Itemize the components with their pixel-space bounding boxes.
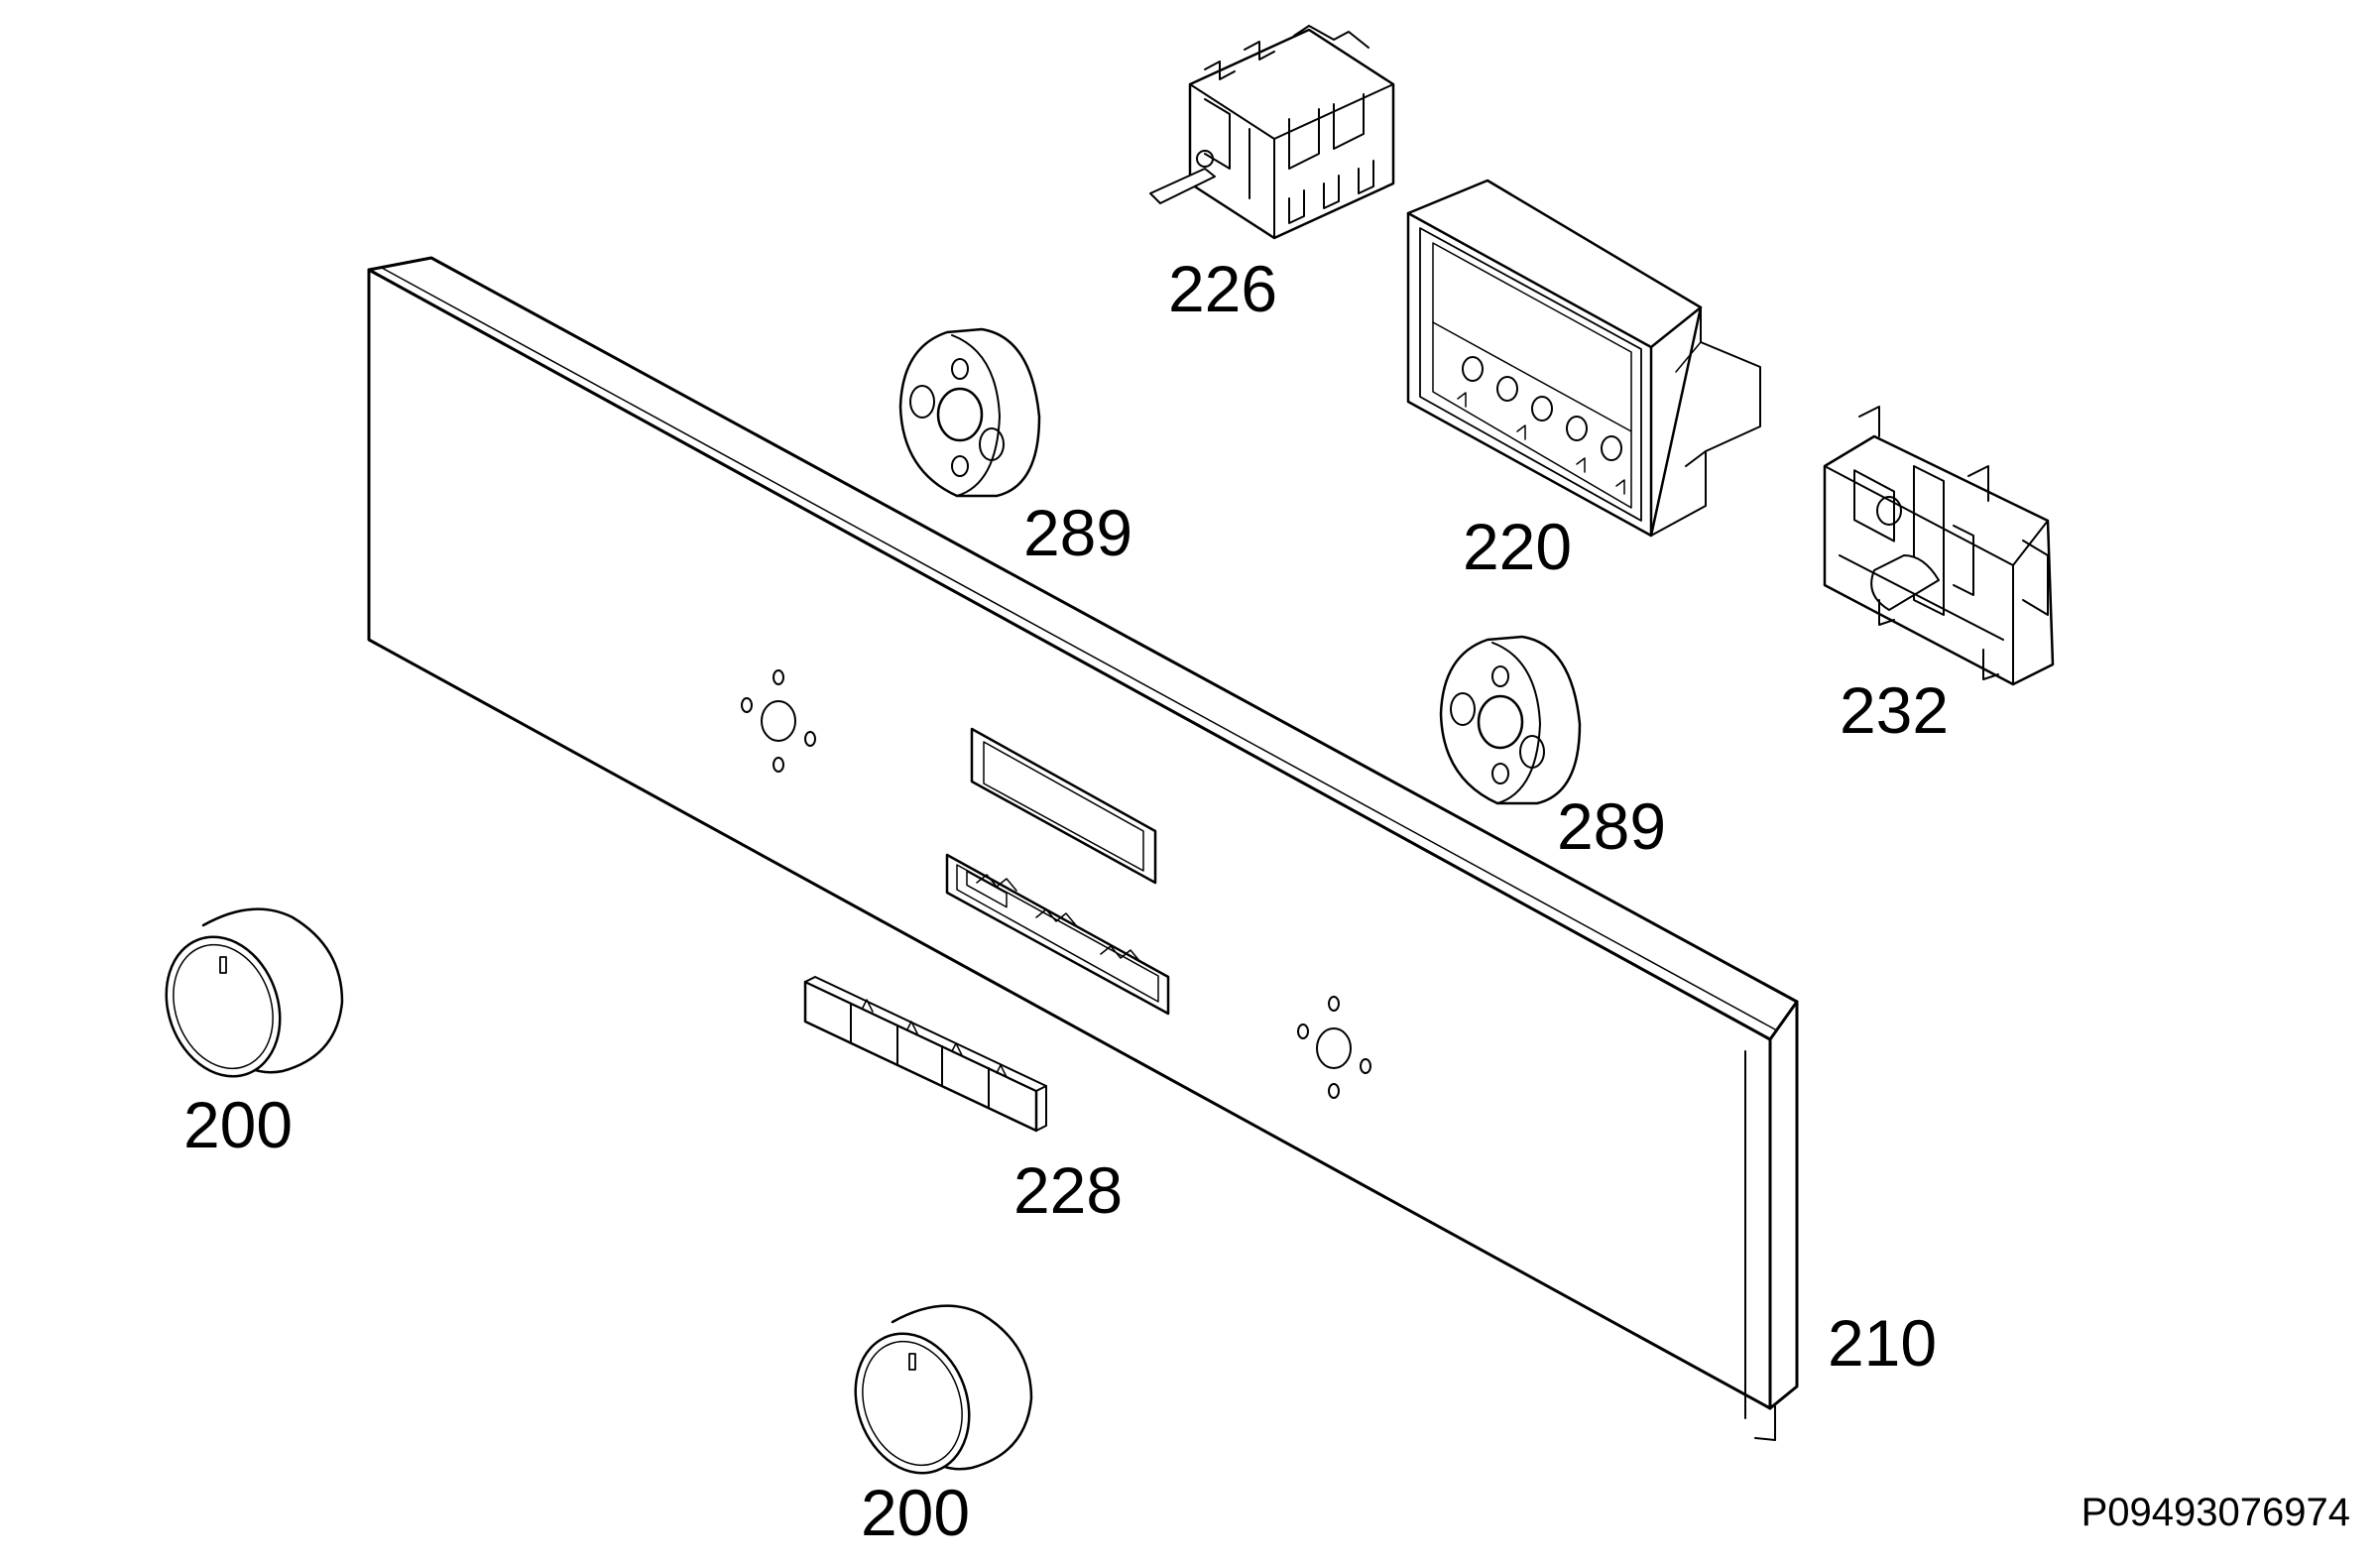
label-200-bottom: 200 — [860, 1476, 971, 1549]
knob-mounting-holes-right — [1298, 997, 1370, 1098]
label-220: 220 — [1462, 510, 1573, 583]
spacer-289-top — [900, 329, 1039, 496]
label-289-right: 289 — [1556, 789, 1667, 863]
switch-232 — [1825, 407, 2053, 684]
label-210: 210 — [1827, 1306, 1938, 1380]
button-slot — [947, 855, 1168, 1014]
drawing-id: P09493076974 — [2081, 1491, 2350, 1534]
knob-200-left — [148, 909, 342, 1093]
control-panel-210 — [369, 258, 1797, 1440]
button-strip-228 — [805, 977, 1046, 1131]
label-226: 226 — [1167, 252, 1278, 325]
display-window — [972, 729, 1155, 883]
knob-mounting-holes-left — [742, 670, 815, 772]
label-228: 228 — [1012, 1153, 1124, 1227]
label-200-left: 200 — [182, 1088, 294, 1161]
label-289-top: 289 — [1022, 496, 1133, 569]
spacer-289-right — [1441, 637, 1580, 803]
label-232: 232 — [1839, 673, 1950, 747]
knob-200-bottom — [837, 1306, 1031, 1490]
electronic-module-220 — [1408, 181, 1760, 536]
switch-226 — [1150, 26, 1393, 238]
